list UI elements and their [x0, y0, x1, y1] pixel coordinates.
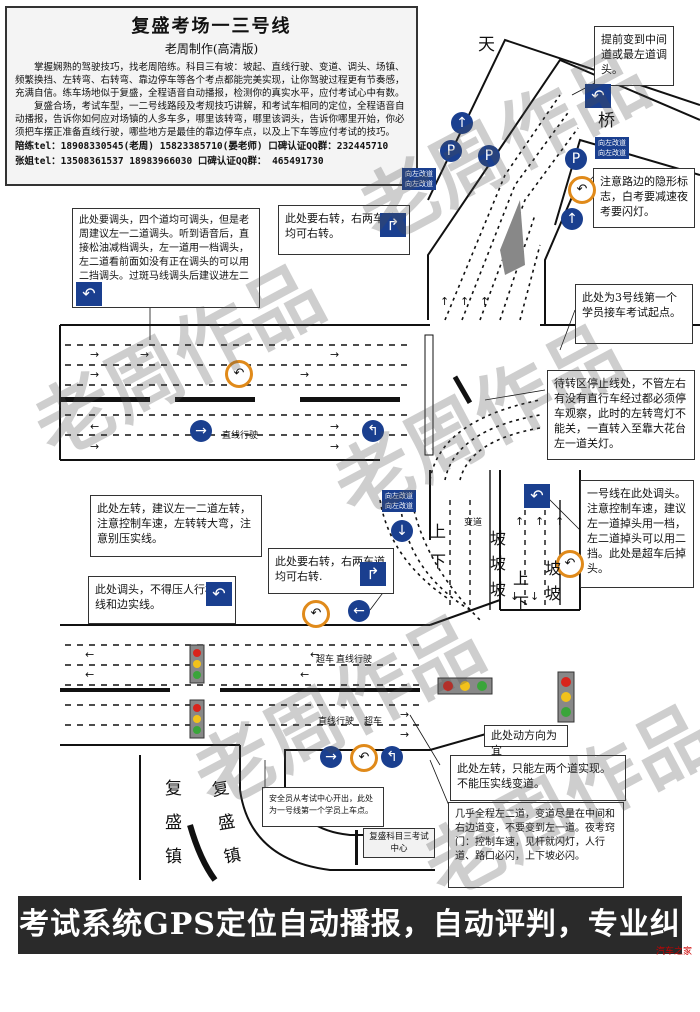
traffic-light-2: [189, 699, 205, 739]
svg-text:↓: ↓: [530, 590, 539, 603]
lane-change-label: 变道: [464, 518, 483, 528]
svg-text:→: →: [330, 348, 339, 361]
svg-text:→: →: [330, 420, 339, 433]
header-panel: 复盛考场一三号线 老周制作(高清版) 掌握娴熟的驾驶技巧，找老周陪练。科目三有坡…: [5, 6, 418, 186]
intro-paragraph-1: 掌握娴熟的驾驶技巧，找老周陪练。科目三有坡：坡起、直线行驶、变道、调头、场镇、频…: [15, 62, 405, 99]
svg-text:↑: ↑: [440, 295, 449, 308]
exam-center-label: 复盛科目三考试中心: [363, 828, 435, 858]
lane-change-placard-2: 向左改道: [402, 178, 436, 190]
straight-label-1: 直线行驶: [222, 431, 259, 441]
right-arrow-sign-icon: →: [190, 420, 212, 442]
svg-text:→: →: [330, 440, 339, 453]
slope-label-2: 坡: [490, 554, 507, 573]
up-label-2: 上: [513, 569, 530, 588]
uturn-sign-icon-4: ↶: [206, 582, 232, 606]
svg-text:←: ←: [90, 420, 99, 433]
no-uturn-sign-icon: ↶: [568, 176, 596, 204]
note-left-turn: 此处左转，建议左一二道左转，注意控制车速，左转转大弯，注意别压实线。: [90, 495, 262, 557]
straight-label-2: 直线行驶: [336, 655, 373, 665]
note-top-right: 提前变到中间道或最左道调头。: [594, 26, 674, 86]
traffic-light-3: [437, 677, 493, 695]
right-turn-sign-icon: ↱: [380, 213, 406, 237]
lane-change-placard-4: 向左改道: [595, 147, 629, 159]
right-turn-sign-icon-2: ↱: [360, 562, 386, 586]
svg-text:←: ←: [85, 668, 94, 681]
median-island: [500, 200, 525, 275]
slope-label-3: 坡: [490, 580, 507, 599]
note-hidden-sign: 注意路边的隐形标志，白考要减速夜考要闪灯。: [593, 168, 695, 228]
svg-text:↑: ↑: [555, 515, 564, 528]
uturn-sign-icon-3: ↶: [524, 484, 550, 508]
note-lane-change: 几乎全程左二道，变道尽量在中间和右边道变，不要变到左一道。夜考窍门：控制车速，见…: [448, 802, 624, 888]
lane-change-placard-3: 向左改道: [595, 137, 629, 149]
contact-line-1: 陪练tel：18908330545(老周) 15823385710(晏老师) 口…: [15, 141, 389, 152]
up-arrow-sign-icon-2: ↑: [561, 208, 583, 230]
svg-text:←: ←: [300, 668, 309, 681]
right-arrow-sign-icon-2: →: [320, 746, 342, 768]
svg-text:→: →: [400, 728, 409, 741]
left-turn-sign-icon-2: ↰: [381, 746, 403, 768]
up-arrow-sign-icon: ↑: [451, 112, 473, 134]
left-arrow-sign-icon: ←: [348, 600, 370, 622]
traffic-light-4: [557, 671, 575, 723]
parking-sign-icon: P: [440, 140, 462, 162]
overtake-label-1: 超车: [316, 655, 335, 665]
overtake-label-2: 超车: [364, 717, 383, 727]
uturn-sign-icon-2: ↶: [76, 282, 102, 306]
note-uturn-line1: 一号线在此处调头。注意控制车速，建议左一道掉头用一档，左二道掉头可以用二挡。此处…: [580, 480, 694, 588]
page-subtitle: 老周制作(高清版): [164, 42, 259, 56]
no-uturn-sign-icon-2: ↶: [225, 360, 253, 388]
contact-line-2: 张姐tel：13508361537 18983966030 口碑认证QQ群： 4…: [15, 156, 324, 167]
note-left-turn-bottom: 此处左转，只能左两个道实现。不能压实线变道。: [450, 755, 626, 801]
svg-text:→: →: [90, 440, 99, 453]
uturn-sign-icon: ↶: [585, 84, 611, 108]
down-label-2: 下: [513, 594, 530, 613]
svg-text:→: →: [300, 368, 309, 381]
down-label-1: 下: [430, 552, 447, 571]
footer-banner: 考试系统GPS定位自动播报，自动评判，专业纠错: [18, 896, 682, 1000]
svg-text:↑: ↑: [535, 515, 544, 528]
no-uturn-sign-icon-4: ↶: [302, 600, 330, 628]
svg-text:→: →: [90, 368, 99, 381]
no-uturn-sign-icon-5: ↶: [350, 744, 378, 772]
lane-change-placard-6: 向左改道: [382, 500, 416, 512]
parking-sign-icon-2: P: [478, 145, 500, 167]
up-label-1: 上: [430, 522, 447, 541]
svg-text:→: →: [90, 348, 99, 361]
lane-change-placard-1: 向左改道: [402, 168, 436, 180]
svg-text:→: →: [140, 348, 149, 361]
no-uturn-sign-icon-3: ↶: [556, 550, 584, 578]
parking-sign-icon-3: P: [565, 148, 587, 170]
note-waiting-zone: 待转区停止线处，不管左右有没有直行车经过都必须停车观察，此时的左转弯灯不能关，一…: [547, 370, 695, 460]
down-arrow-sign-icon: ↓: [391, 520, 413, 542]
note-start-point: 此处为3号线第一个学员接车考试起点。: [575, 284, 693, 344]
svg-text:↑: ↑: [460, 295, 469, 308]
svg-text:←: ←: [310, 648, 319, 661]
traffic-light-1: [189, 644, 205, 684]
note-right-turn-mid: 此处要右转，右两车道均可右转.: [268, 548, 394, 594]
straight-label-3: 直线行驶: [318, 717, 355, 727]
svg-text:→: →: [400, 708, 409, 721]
site-credit: 汽车之家: [655, 947, 692, 957]
road-label-tian: 天: [478, 35, 495, 55]
page-title: 复盛考场一三号线: [131, 16, 292, 37]
svg-text:←: ←: [85, 648, 94, 661]
slope-label-5: 坡: [545, 584, 562, 603]
intro-paragraph-2: 复盛合场，考试车型，一二号线路段及考规技巧讲解，和考试车相同的定位，全程语音自动…: [15, 101, 405, 138]
svg-text:↑: ↑: [515, 515, 524, 528]
lane-change-placard-5: 向左改道: [382, 490, 416, 502]
svg-text:↑: ↑: [480, 295, 489, 308]
slope-label-1: 坡: [490, 529, 507, 548]
note-move-direction: 此处动方向为宜: [484, 725, 568, 757]
road-label-qiao: 桥: [598, 111, 615, 131]
svg-text:↓: ↓: [510, 590, 519, 603]
left-turn-sign-icon: ↰: [362, 420, 384, 442]
town-label-1: 复盛镇: [165, 779, 182, 867]
slope-label-4: 坡: [545, 559, 562, 578]
note-safety-officer: 安全员从考试中心开出，此处为一号线第一个学员上车点。: [262, 787, 384, 827]
road-map: ↑↑↑ →→→ →→ ←→ →→ ←← ←← →→ ↑↑↑ ↓↓: [59, 38, 700, 882]
